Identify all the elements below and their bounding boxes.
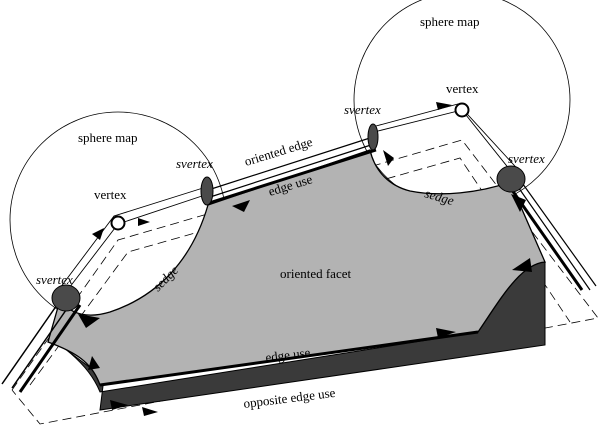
oriented-edge-rod-b <box>206 143 375 199</box>
arrow-icon <box>383 150 394 166</box>
svertex-label-left: svertex <box>36 272 73 287</box>
svertex-label-top-left: svertex <box>176 156 213 171</box>
oriented-edge-rod-c <box>208 148 377 205</box>
arrow-icon <box>232 200 250 212</box>
svertex-top-center <box>367 123 379 151</box>
vertex-left-dot <box>110 215 126 231</box>
arrow-icon <box>138 218 150 226</box>
oriented-edge-label: oriented edge <box>242 134 314 169</box>
svertex-label-top-center: svertex <box>344 102 381 117</box>
sphere-map-label-right: sphere map <box>420 14 480 29</box>
left-vertex-edges-outer <box>59 187 204 289</box>
edge-rod-right-c <box>510 189 584 291</box>
vertex-label-right: vertex <box>446 81 479 96</box>
edge-rod-left-c <box>18 304 82 393</box>
arrow-icon <box>511 194 526 212</box>
arrow-icon <box>110 400 128 410</box>
edge-use-bottom-line <box>99 330 479 387</box>
edge-rod-right-a <box>515 183 591 291</box>
arrow-icon <box>436 328 456 338</box>
edge-use-label-bottom: edge use <box>265 345 312 365</box>
right-vertex-edges-outer <box>375 103 525 177</box>
arrow-icon <box>88 356 100 370</box>
svertex-top-left <box>200 176 214 206</box>
oriented-edge-rod-a <box>204 136 374 192</box>
arrow-icon <box>512 258 532 272</box>
arrow-icon <box>78 314 100 328</box>
svertex-label-right: svertex <box>508 151 545 166</box>
vertex-label-left: vertex <box>94 187 127 202</box>
edge-rod-left-a <box>1 291 67 385</box>
svertex-right <box>496 165 526 193</box>
arrow-icon <box>92 228 104 240</box>
svertex-left <box>51 284 81 312</box>
edge-rod-right-b <box>519 179 597 287</box>
edge-rod-left-b <box>11 299 74 389</box>
opposite-edge-use-label: opposite edge use <box>243 385 337 411</box>
sphere-map-label-left: sphere map <box>78 130 138 145</box>
arrow-icon <box>436 102 452 110</box>
arrow-icon <box>142 407 158 416</box>
vertex-right-dot <box>454 102 470 118</box>
oriented-facet-label: oriented facet <box>280 266 351 281</box>
